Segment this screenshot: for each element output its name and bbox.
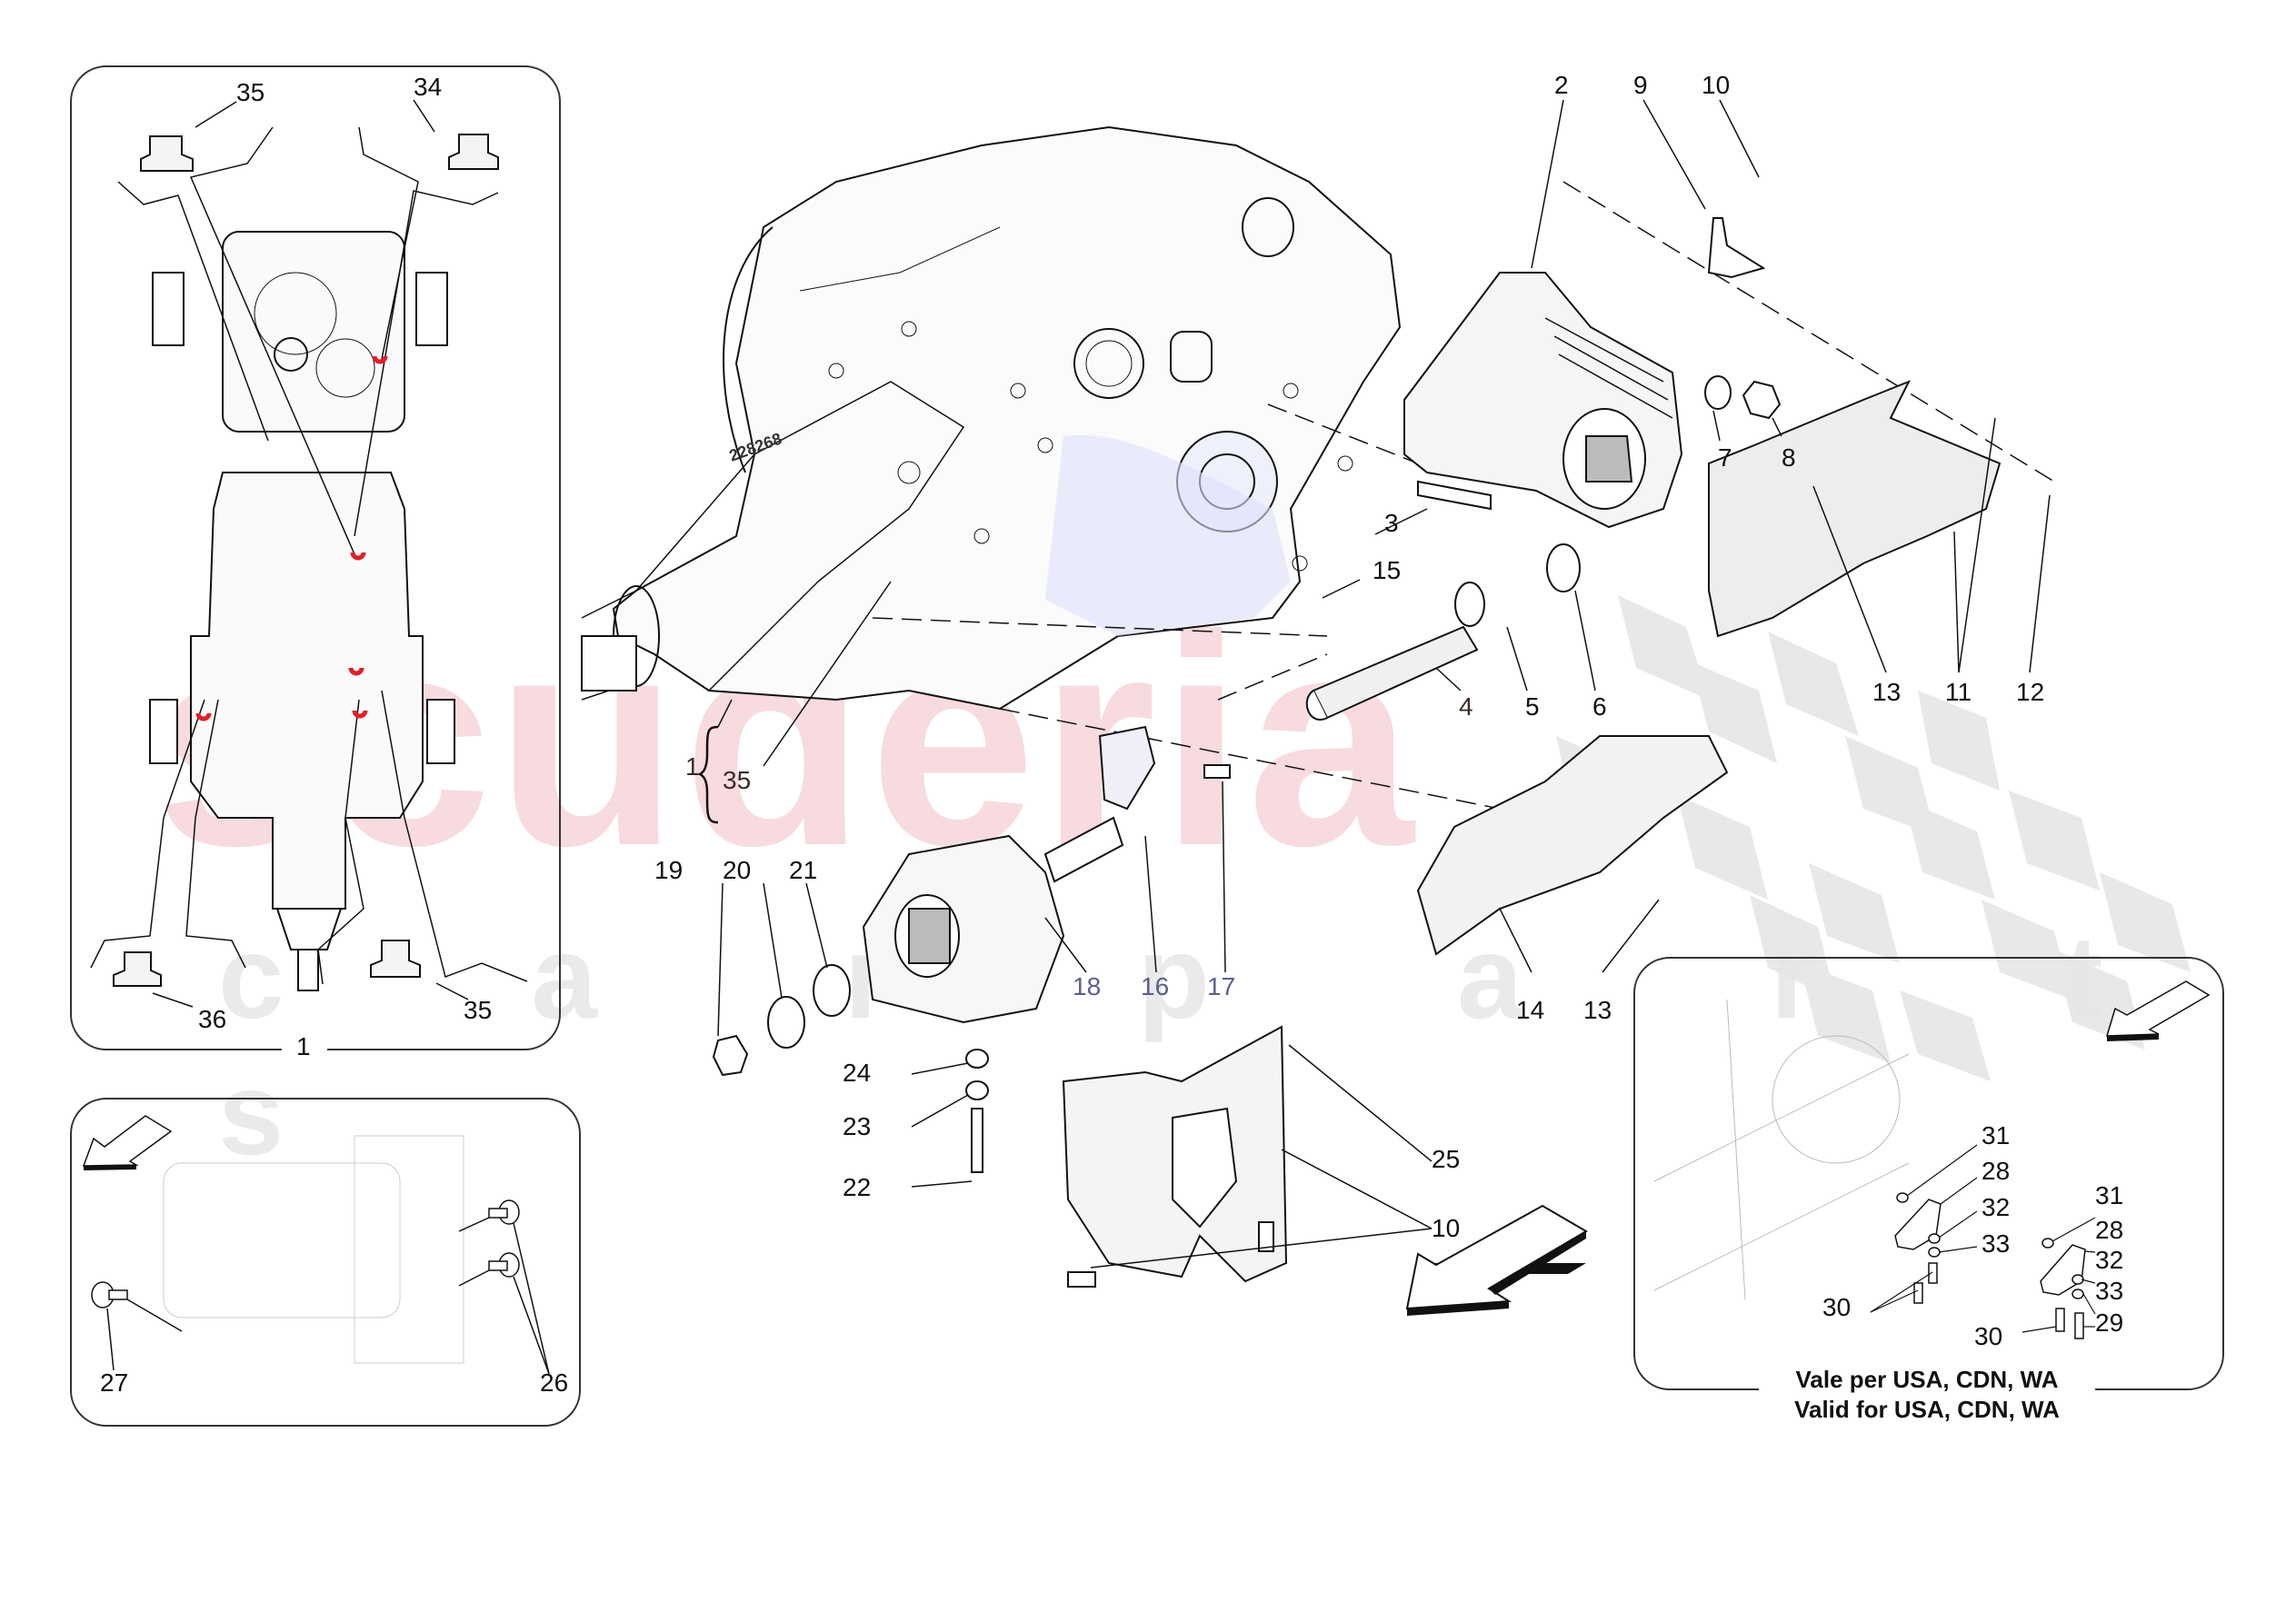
callout-10-top: 10 [1702,71,1731,99]
callout-9: 9 [1633,71,1648,99]
callout-4: 4 [1459,692,1473,721]
callout-32-b: 32 [2095,1246,2124,1274]
callout-3: 3 [1384,509,1399,537]
gearbox-main [581,125,1402,711]
callout-27: 27 [100,1368,129,1397]
callout-8: 8 [1782,443,1796,472]
group-label-1: 1 [296,1032,311,1060]
mount-2 [1403,272,1683,529]
callout-29: 29 [2095,1309,2124,1337]
callout-21: 21 [789,856,818,884]
callout-33-a: 33 [1982,1229,2011,1258]
callout-20: 20 [723,856,752,884]
callout-7: 7 [1718,443,1732,472]
callout-31-a: 31 [1982,1121,2011,1149]
callout-10-bottom: 10 [1432,1214,1461,1242]
callout-30-b: 30 [1974,1322,2003,1350]
callout-12: 12 [2016,678,2045,706]
bracket-label-35: 35 [723,766,752,794]
callout-36: 36 [198,1005,227,1033]
callout-13-top: 13 [1872,678,1902,706]
callout-19: 19 [654,856,684,884]
callout-15: 15 [1373,556,1402,584]
callout-25: 25 [1432,1145,1461,1173]
callout-35-bottom: 35 [464,996,493,1024]
callout-28-a: 28 [1982,1157,2011,1185]
callout-14: 14 [1516,996,1545,1024]
callout-18: 18 [1073,972,1102,1000]
callout-17: 17 [1207,972,1236,1000]
inset-panel-rear-bolts [70,1098,581,1427]
caption-italian: Vale per USA, CDN, WA [1795,1366,2059,1393]
callout-23: 23 [843,1112,872,1140]
callout-26: 26 [540,1368,569,1397]
callout-16: 16 [1141,972,1170,1000]
callout-5: 5 [1525,692,1540,721]
callout-2: 2 [1554,71,1569,99]
bracket-label-1: 1 [685,752,700,781]
callout-35-top: 35 [236,78,265,106]
callout-11: 11 [1945,678,1972,706]
variant-caption: Vale per USA, CDN, WA Valid for USA, CDN… [1759,1365,2095,1424]
gearbox-top-view [149,472,455,991]
callout-33-b: 33 [2095,1277,2124,1305]
callout-22: 22 [843,1173,872,1201]
callout-24: 24 [843,1059,872,1087]
callout-28-b: 28 [2095,1216,2124,1244]
callout-6: 6 [1592,692,1607,721]
callout-34: 34 [414,73,443,101]
gearbox-front-view [152,231,448,433]
callout-30-a: 30 [1822,1293,1852,1321]
callout-32-a: 32 [1982,1193,2011,1221]
mount-18 [862,834,1065,1024]
callout-13-bottom: 13 [1583,996,1612,1024]
caption-english: Valid for USA, CDN, WA [1794,1395,2060,1423]
callout-31-b: 31 [2095,1181,2124,1209]
